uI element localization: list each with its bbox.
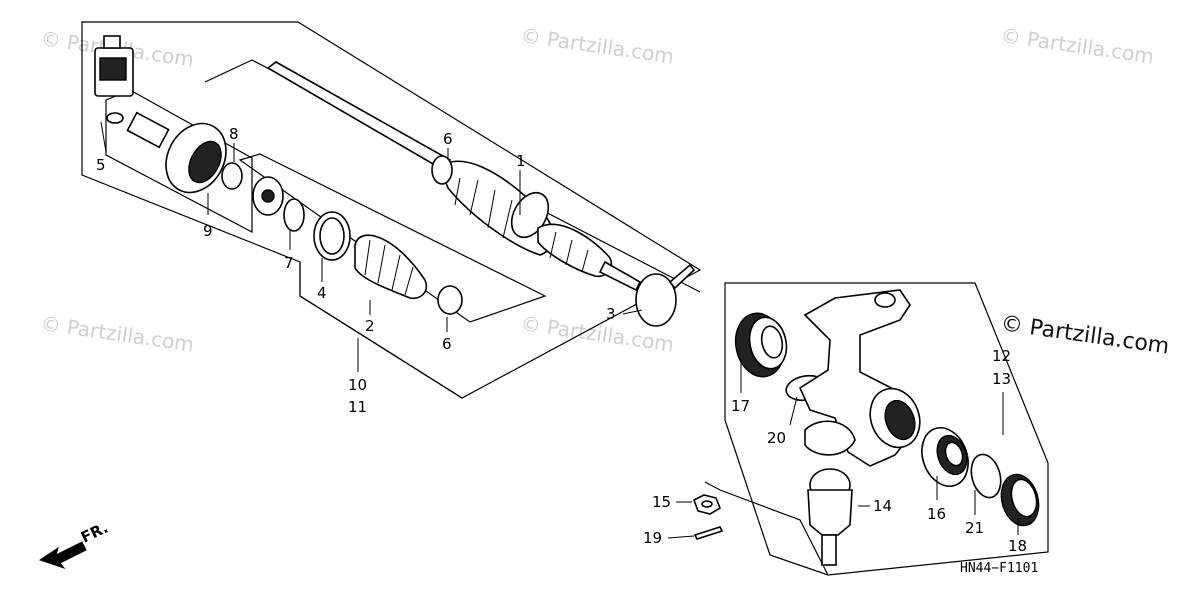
bearing-16 bbox=[921, 427, 969, 487]
callout-4[interactable]: 4 bbox=[317, 284, 327, 302]
boot-2 bbox=[354, 234, 428, 300]
inner-joint-9 bbox=[126, 111, 227, 194]
watermark: © Partzilla.com bbox=[999, 311, 1171, 359]
oil-seal-18 bbox=[1000, 473, 1040, 527]
boot-band-3 bbox=[635, 273, 677, 327]
callout-11[interactable]: 11 bbox=[348, 398, 367, 416]
leader-lines bbox=[100, 121, 1019, 539]
boot-band-3-tab bbox=[668, 263, 696, 290]
band-6-upper bbox=[431, 155, 453, 185]
watermark: © Partzilla.com bbox=[519, 23, 675, 68]
grease-tube bbox=[94, 35, 134, 97]
diagram-code: HN44−F1101 bbox=[960, 561, 1038, 576]
callout-3[interactable]: 3 bbox=[606, 305, 616, 323]
callout-7[interactable]: 7 bbox=[284, 254, 294, 272]
callout-6-upper[interactable]: 6 bbox=[443, 130, 453, 148]
callout-1[interactable]: 1 bbox=[516, 152, 526, 170]
arrow-icon bbox=[38, 541, 87, 570]
assembly-frame-shaft bbox=[204, 59, 701, 293]
callout-13[interactable]: 13 bbox=[992, 370, 1011, 388]
cotter-pin-19 bbox=[693, 526, 724, 540]
circlip-21 bbox=[970, 453, 1002, 499]
callout-19[interactable]: 19 bbox=[643, 529, 662, 547]
callout-12[interactable]: 12 bbox=[992, 347, 1011, 365]
cage-center bbox=[261, 189, 275, 203]
callout-14[interactable]: 14 bbox=[873, 497, 892, 515]
callout-10[interactable]: 10 bbox=[348, 376, 367, 394]
assembly-frame-14 bbox=[704, 481, 829, 576]
nut-15 bbox=[693, 494, 721, 515]
circlip-5 bbox=[106, 112, 124, 124]
callout-20[interactable]: 20 bbox=[767, 429, 786, 447]
callout-9[interactable]: 9 bbox=[203, 222, 213, 240]
callout-17[interactable]: 17 bbox=[731, 397, 750, 415]
direction-label: FR. bbox=[78, 519, 111, 547]
knuckle bbox=[798, 289, 921, 467]
callout-18[interactable]: 18 bbox=[1008, 537, 1027, 555]
callout-15[interactable]: 15 bbox=[652, 493, 671, 511]
callout-21[interactable]: 21 bbox=[965, 519, 984, 537]
ball-joint-14 bbox=[807, 468, 853, 566]
band-6-lower bbox=[437, 285, 463, 315]
ring-7 bbox=[283, 198, 305, 232]
boot-band-4-inner bbox=[319, 217, 345, 255]
callout-16[interactable]: 16 bbox=[927, 505, 946, 523]
assembly-frame-12 bbox=[724, 282, 1049, 576]
oil-seal-17 bbox=[734, 312, 788, 378]
watermark: © Partzilla.com bbox=[39, 311, 195, 356]
callout-8[interactable]: 8 bbox=[229, 125, 239, 143]
watermark: © Partzilla.com bbox=[999, 23, 1155, 68]
callout-6-lower[interactable]: 6 bbox=[442, 335, 452, 353]
drive-shaft-1 bbox=[266, 61, 642, 292]
callout-5[interactable]: 5 bbox=[96, 156, 106, 174]
front-direction-arrow: FR. bbox=[38, 519, 111, 570]
callout-2[interactable]: 2 bbox=[365, 317, 375, 335]
ring-8 bbox=[221, 162, 243, 190]
assembly-frame-10 bbox=[299, 262, 463, 399]
